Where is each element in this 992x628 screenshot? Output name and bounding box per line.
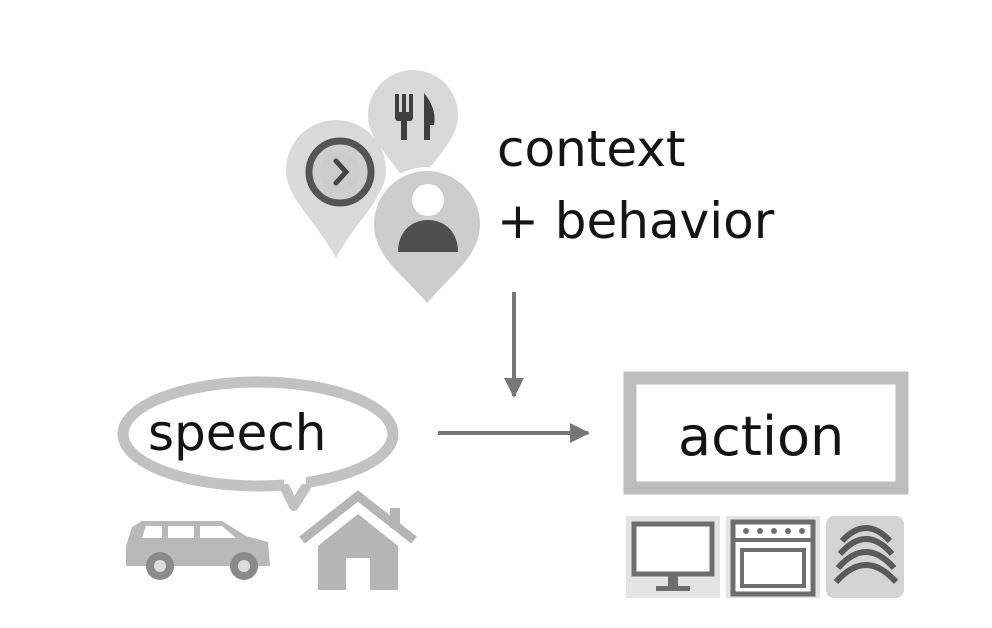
monitor-icon [626, 516, 720, 598]
oven-icon [726, 516, 820, 598]
restaurant-pin [368, 70, 458, 193]
car-icon [126, 521, 270, 580]
speech-bubble [117, 376, 399, 511]
fork-knife-icon [395, 93, 435, 140]
behavior-label: + behavior [497, 192, 775, 250]
speech-label: speech [148, 404, 327, 462]
context-label: context [497, 120, 686, 178]
clock-icon [305, 137, 375, 207]
clock-pin [286, 120, 386, 258]
action-label: action [678, 405, 845, 468]
action-box [623, 371, 909, 495]
person-pin [369, 167, 485, 310]
person-icon [398, 184, 458, 252]
house-icon [299, 490, 417, 590]
speaker-icon [826, 516, 904, 598]
